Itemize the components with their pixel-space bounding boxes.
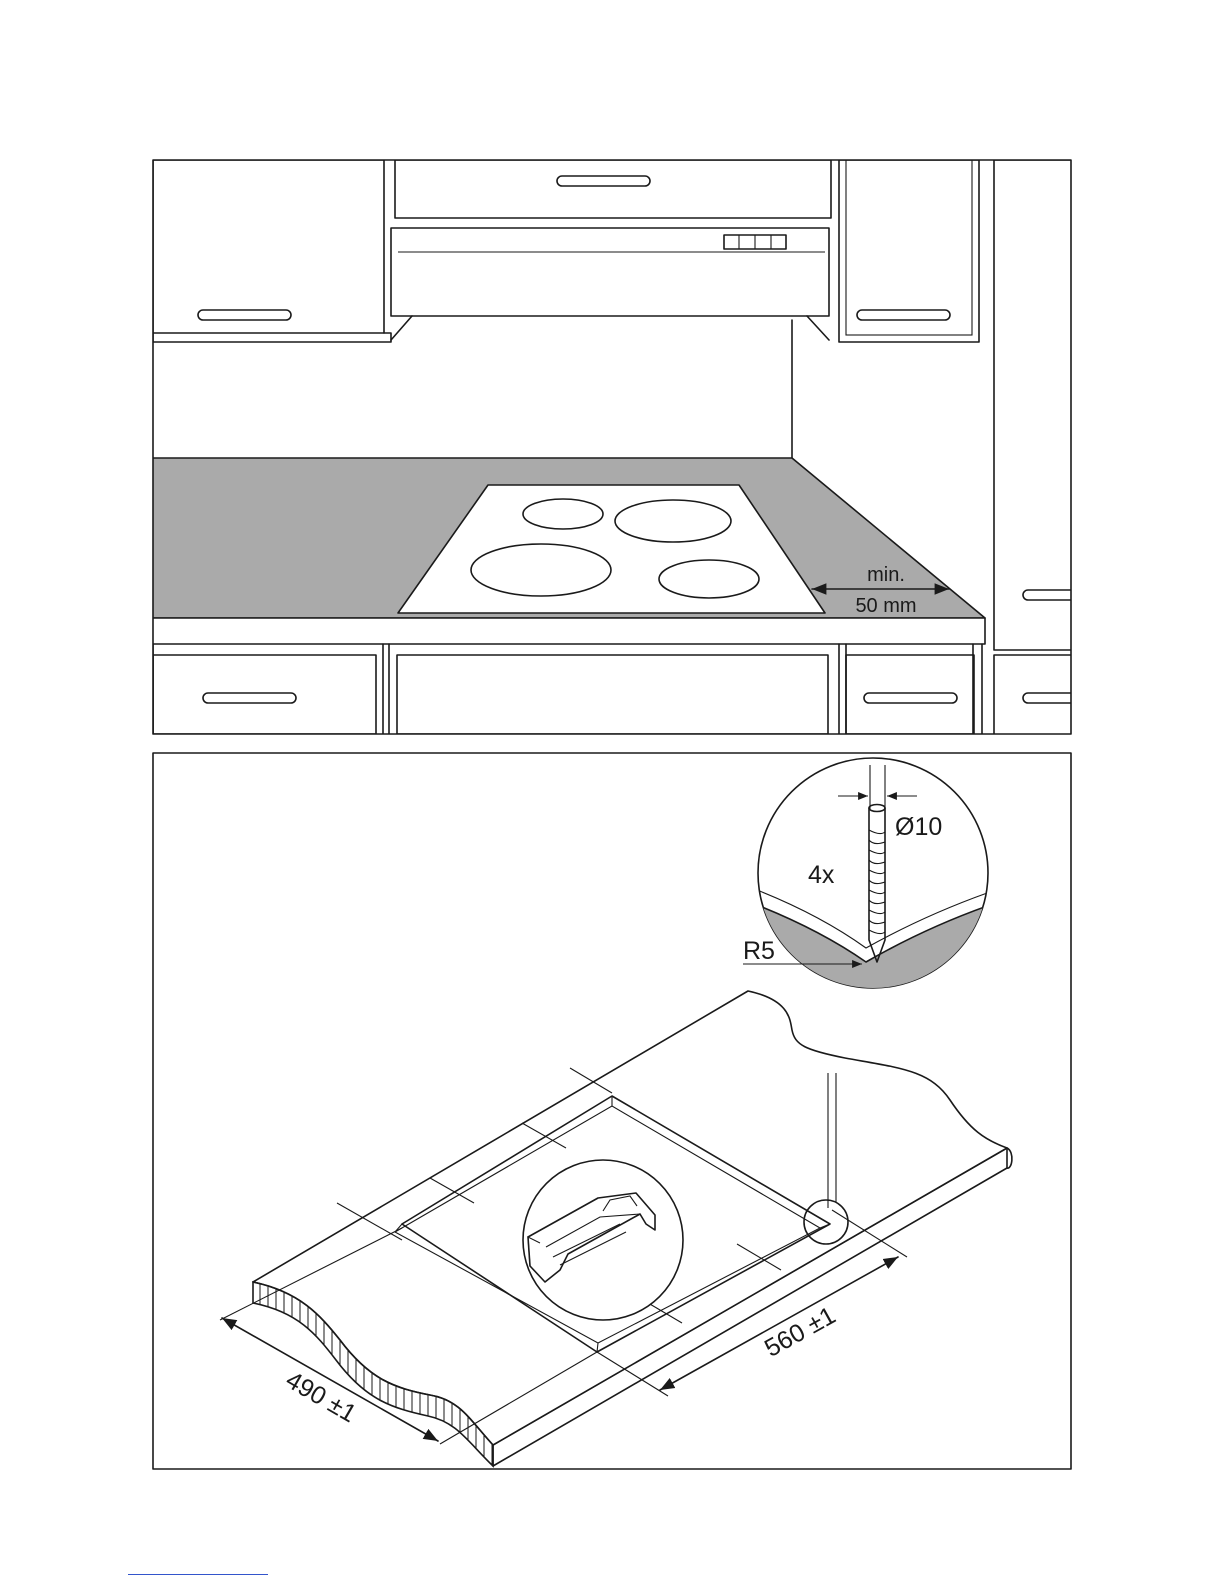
base-cabinets	[153, 644, 982, 734]
tall-cabinet	[994, 160, 1083, 735]
radius-label: R5	[743, 937, 775, 965]
bracket-detail	[523, 1160, 683, 1320]
clearance-label-min: min.	[867, 564, 905, 586]
diameter-label: Ø10	[895, 813, 942, 841]
kitchen-panel: min. 50 mm	[153, 160, 1083, 735]
footer-link-underline	[128, 1574, 268, 1575]
cutout-panel: 560 ±1 490 ±1	[153, 753, 1071, 1469]
wall-cabinet-left	[153, 160, 391, 342]
count-label: 4x	[808, 861, 835, 889]
drill-detail: Ø10 4x R5	[743, 758, 990, 1000]
width-dimension-label: 560 ±1	[760, 1301, 840, 1362]
wall-cabinet-right	[839, 160, 979, 342]
extractor-hood	[391, 228, 829, 340]
wall-cabinet-center	[395, 160, 831, 218]
clearance-label-value: 50 mm	[855, 595, 916, 617]
